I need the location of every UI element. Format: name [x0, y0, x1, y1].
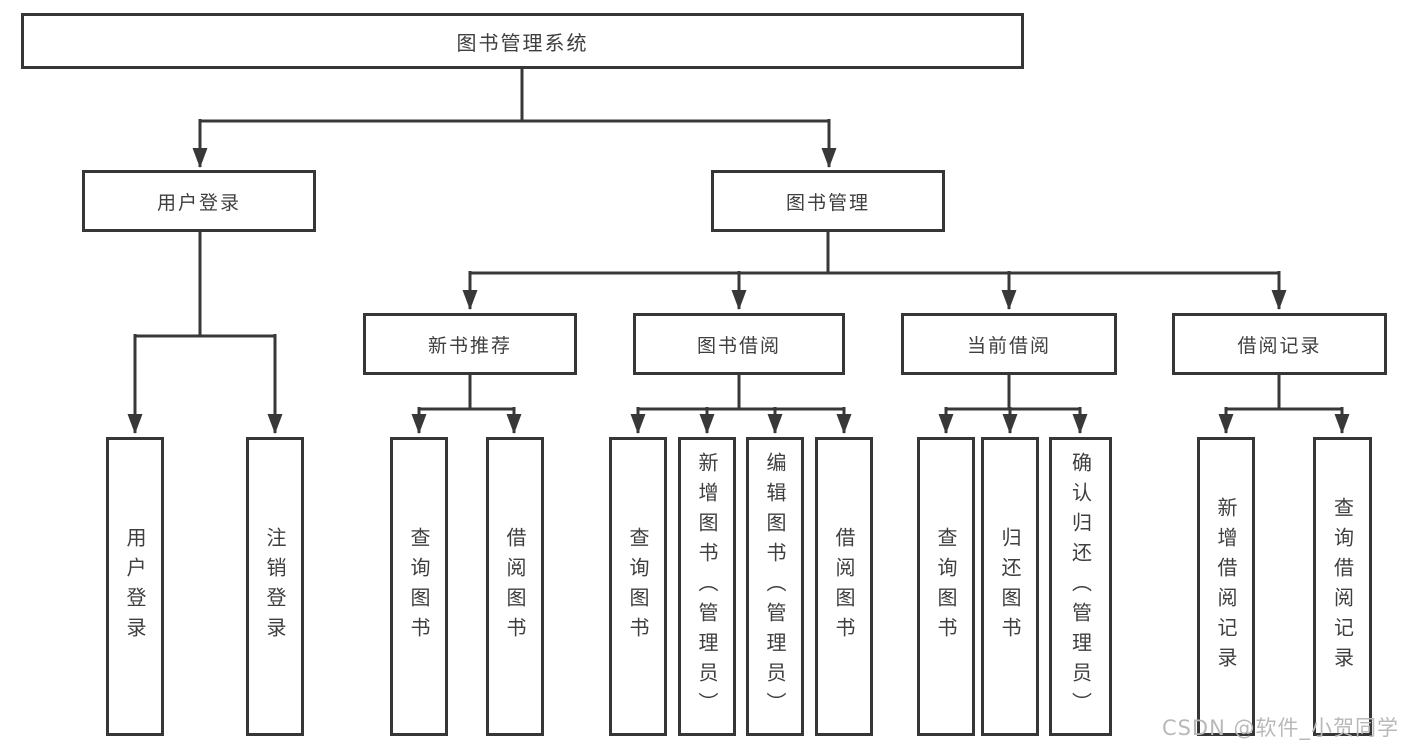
leaf-query-borrow-record-label: 查询借阅记录	[1330, 496, 1355, 677]
node-current-borrowing: 当前借阅	[901, 313, 1117, 375]
leaf-edit-book-admin: 编辑图书（管理员）	[746, 437, 804, 736]
leaf-add-borrow-record: 新增借阅记录	[1197, 437, 1255, 736]
node-borrowing-records: 借阅记录	[1172, 313, 1387, 375]
node-book-management: 图书管理	[711, 170, 945, 232]
node-root: 图书管理系统	[21, 13, 1024, 69]
leaf-logout-label: 注销登录	[263, 526, 287, 647]
node-book-borrowing-label: 图书借阅	[696, 334, 781, 357]
leaf-borrow-books-label: 借阅图书	[832, 526, 856, 647]
leaf-add-book-admin: 新增图书（管理员）	[678, 437, 736, 736]
leaf-query-books-recommend-label: 查询图书	[407, 526, 431, 647]
node-new-book-recommend-label: 新书推荐	[427, 334, 512, 357]
leaf-confirm-return-admin-label: 确认归还（管理员）	[1068, 451, 1093, 722]
node-book-borrowing: 图书借阅	[633, 313, 845, 375]
leaf-query-books-borrow: 查询图书	[609, 437, 667, 736]
leaf-borrow-books-recommend-label: 借阅图书	[503, 526, 527, 647]
node-borrowing-records-label: 借阅记录	[1237, 334, 1322, 357]
node-book-management-label: 图书管理	[785, 191, 870, 214]
leaf-add-borrow-record-label: 新增借阅记录	[1214, 496, 1238, 677]
leaf-query-books-current-label: 查询图书	[934, 526, 958, 647]
node-user-login: 用户登录	[82, 170, 316, 232]
leaf-logout: 注销登录	[246, 437, 304, 736]
leaf-return-book-label: 归还图书	[998, 526, 1022, 647]
leaf-edit-book-admin-label: 编辑图书（管理员）	[763, 451, 787, 722]
leaf-query-books-current: 查询图书	[917, 437, 975, 736]
node-current-borrowing-label: 当前借阅	[966, 334, 1051, 357]
leaf-user-login: 用户登录	[106, 437, 164, 736]
leaf-borrow-books: 借阅图书	[815, 437, 873, 736]
node-user-login-label: 用户登录	[156, 191, 241, 214]
leaf-confirm-return-admin: 确认归还（管理员）	[1049, 437, 1112, 736]
node-new-book-recommend: 新书推荐	[363, 313, 577, 375]
leaf-return-book: 归还图书	[981, 437, 1039, 736]
leaf-borrow-books-recommend: 借阅图书	[486, 437, 544, 736]
leaf-user-login-label: 用户登录	[123, 526, 147, 647]
leaf-query-books-recommend: 查询图书	[390, 437, 448, 736]
node-root-label: 图书管理系统	[456, 30, 589, 55]
leaf-add-book-admin-label: 新增图书（管理员）	[695, 451, 719, 722]
csdn-watermark: CSDN @软件_小贺同学	[1161, 716, 1399, 740]
leaf-query-books-borrow-label: 查询图书	[626, 526, 650, 647]
leaf-query-borrow-record: 查询借阅记录	[1313, 437, 1372, 736]
